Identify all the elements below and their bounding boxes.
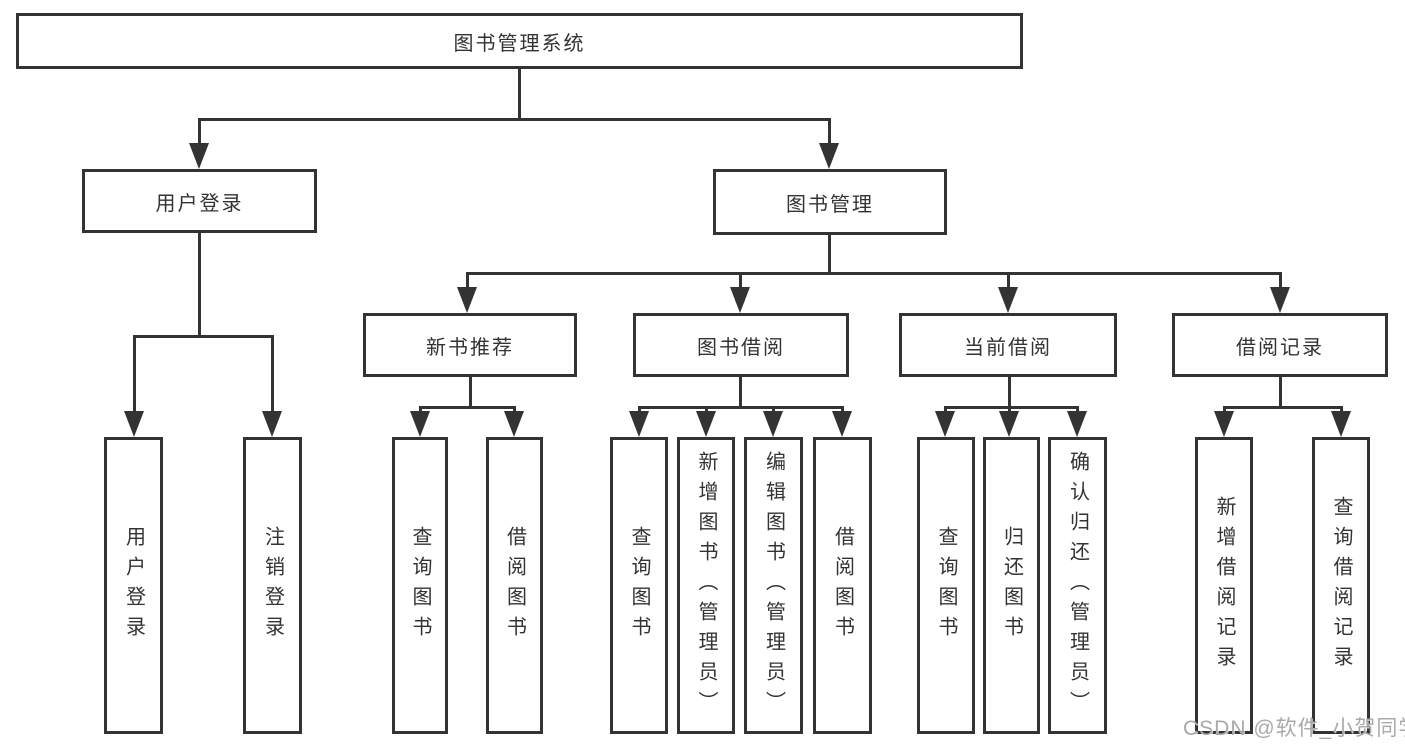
node-book-borrow-label: 图书借阅 <box>697 336 785 359</box>
node-new-book-recommend: 新书推荐 <box>363 313 577 377</box>
node-current-borrow: 当前借阅 <box>899 313 1117 377</box>
leaf-label: 查询借阅记录 <box>1330 495 1352 676</box>
node-leaf-borrow-book: 借阅图书 <box>486 437 543 734</box>
node-leaf-query-book: 查询图书 <box>392 437 448 734</box>
connector-line <box>638 406 844 409</box>
connector-line <box>419 406 516 409</box>
connector-line <box>466 272 1282 275</box>
connector-line <box>1279 377 1282 409</box>
arrow-down-icon <box>819 143 839 169</box>
node-book-borrow: 图书借阅 <box>633 313 849 377</box>
node-leaf-user-login: 用户登录 <box>104 437 163 734</box>
leaf-label: 注销登录 <box>261 525 284 646</box>
arrow-down-icon <box>1270 287 1290 313</box>
node-root-label: 图书管理系统 <box>453 32 586 55</box>
connector-line <box>828 118 831 148</box>
arrow-down-icon <box>832 411 852 437</box>
node-current-borrow-label: 当前借阅 <box>964 336 1052 359</box>
node-leaf-confirm-return-admin: 确认归还（管理员） <box>1048 437 1107 734</box>
node-book-management: 图书管理 <box>713 169 947 235</box>
connector-line <box>133 335 274 338</box>
arrow-down-icon <box>629 411 649 437</box>
connector-line <box>828 235 831 275</box>
connector-line <box>198 118 201 148</box>
node-user-login-label: 用户登录 <box>155 192 244 215</box>
arrow-down-icon <box>999 411 1019 437</box>
arrow-down-icon <box>262 411 282 437</box>
node-leaf-add-borrow-record: 新增借阅记录 <box>1195 437 1253 734</box>
node-user-login: 用户登录 <box>82 169 317 233</box>
node-book-management-label: 图书管理 <box>786 193 874 216</box>
node-leaf-logout: 注销登录 <box>243 437 302 734</box>
node-leaf-borrow-book: 借阅图书 <box>813 437 872 734</box>
arrow-down-icon <box>998 287 1018 313</box>
connector-line <box>1223 406 1343 409</box>
node-borrow-record: 借阅记录 <box>1172 313 1388 377</box>
connector-line <box>271 335 274 415</box>
connector-line <box>469 376 472 409</box>
leaf-label: 查询图书 <box>409 525 431 646</box>
connector-line <box>198 118 831 121</box>
connector-line <box>1279 272 1282 292</box>
leaf-label: 用户登录 <box>122 525 145 646</box>
leaf-label: 新增借阅记录 <box>1213 495 1235 676</box>
watermark: CSDN @软件_小贺同学 <box>1183 717 1405 740</box>
arrow-down-icon <box>504 411 524 437</box>
arrow-down-icon <box>1067 411 1087 437</box>
leaf-label: 编辑图书（管理员） <box>762 450 785 721</box>
leaf-label: 查询图书 <box>935 525 957 646</box>
leaf-label: 借阅图书 <box>503 525 526 646</box>
connector-line <box>133 335 136 415</box>
arrow-down-icon <box>763 411 783 437</box>
node-root: 图书管理系统 <box>16 13 1023 69</box>
connector-line <box>1008 377 1011 409</box>
arrow-down-icon <box>189 143 209 169</box>
connector-line <box>518 69 521 121</box>
arrow-down-icon <box>1214 411 1234 437</box>
node-leaf-add-book-admin: 新增图书（管理员） <box>677 437 735 734</box>
connector-line <box>739 377 742 409</box>
arrow-down-icon <box>410 411 430 437</box>
connector-line <box>1007 272 1010 292</box>
leaf-label: 借阅图书 <box>831 525 854 646</box>
node-leaf-query-book: 查询图书 <box>610 437 668 734</box>
node-leaf-query-borrow-record: 查询借阅记录 <box>1312 437 1370 734</box>
connector-line <box>739 272 742 292</box>
connector-line <box>466 272 469 292</box>
node-leaf-edit-book-admin: 编辑图书（管理员） <box>744 437 803 734</box>
leaf-label: 确认归还（管理员） <box>1066 450 1089 721</box>
arrow-down-icon <box>124 411 144 437</box>
leaf-label: 新增图书（管理员） <box>695 450 717 721</box>
node-leaf-query-book: 查询图书 <box>917 437 975 734</box>
arrow-down-icon <box>730 287 750 313</box>
leaf-label: 查询图书 <box>628 525 650 646</box>
arrow-down-icon <box>457 287 477 313</box>
arrow-down-icon <box>696 411 716 437</box>
connector-line <box>944 406 1079 409</box>
node-new-book-recommend-label: 新书推荐 <box>426 336 514 359</box>
arrow-down-icon <box>1331 411 1351 437</box>
connector-line <box>198 233 201 338</box>
leaf-label: 归还图书 <box>1000 525 1023 646</box>
node-borrow-record-label: 借阅记录 <box>1236 336 1324 359</box>
arrow-down-icon <box>935 411 955 437</box>
node-leaf-return-book: 归还图书 <box>983 437 1040 734</box>
